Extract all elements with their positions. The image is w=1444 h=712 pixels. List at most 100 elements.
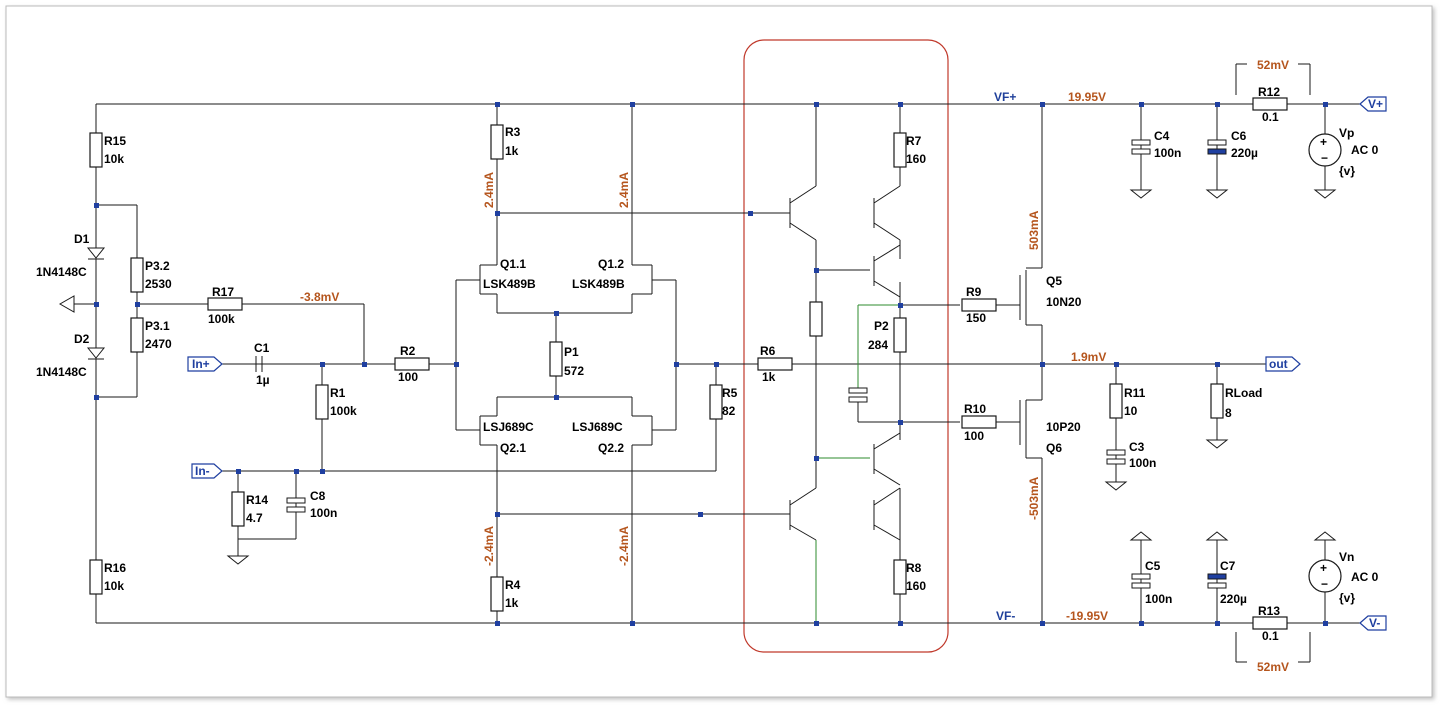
q22-value: LSJ689C [572, 420, 623, 434]
vp-extra: {v} [1339, 164, 1355, 178]
r17-value: 100k [208, 312, 235, 326]
r5-name: R5 [722, 386, 738, 400]
r12-value: 0.1 [1262, 110, 1279, 124]
bias-resistor-body [809, 301, 823, 337]
port-in-plus[interactable]: In+ [187, 356, 223, 372]
meas-neg-rail: -19.95V [1066, 609, 1108, 623]
c1-name: C1 [254, 341, 270, 355]
meas-i-q22: -2.4mA [617, 526, 631, 566]
r8-value: 160 [906, 579, 926, 593]
vp-value: AC 0 [1351, 143, 1379, 157]
meas-i-q21: -2.4mA [482, 526, 496, 566]
r5-body [709, 384, 723, 420]
q12-value: LSK489B [572, 277, 625, 291]
svg-text:+: + [1320, 561, 1327, 575]
r13-body [1252, 616, 1288, 630]
ground-symbols [58, 189, 1337, 565]
p2-value: 284 [868, 338, 888, 352]
r1-value: 100k [330, 404, 357, 418]
component-labels: R15 10k R16 10k D1 1N4148C D2 1N4148C P3… [36, 85, 1379, 643]
vn-extra: {v} [1339, 591, 1355, 605]
port-in-minus[interactable]: In- [191, 463, 223, 479]
p1-value: 572 [564, 364, 584, 378]
rload-body [1210, 383, 1224, 419]
r6-value: 1k [762, 370, 776, 384]
svg-text:In-: In- [195, 464, 210, 478]
r4-value: 1k [505, 596, 519, 610]
d1-name: D1 [74, 232, 90, 246]
c5-value: 100n [1145, 592, 1172, 606]
svg-text:out: out [1269, 357, 1288, 371]
q21-value: LSJ689C [483, 420, 534, 434]
r9-name: R9 [966, 285, 982, 299]
port-v-minus[interactable]: V- [1359, 615, 1387, 631]
q11-name: Q1.1 [500, 257, 526, 271]
r16-name: R16 [104, 561, 126, 575]
capacitors [255, 139, 1227, 589]
r17-body [207, 297, 243, 311]
meas-r13: 52mV [1257, 660, 1289, 674]
meas-out: 1.9mV [1071, 350, 1106, 364]
r8-name: R8 [906, 561, 922, 575]
c5-name: C5 [1145, 559, 1161, 573]
meas-r12: 52mV [1257, 58, 1289, 72]
diodes [86, 247, 106, 360]
r11-body [1109, 383, 1123, 419]
r7-body [893, 132, 907, 168]
r4-name: R4 [505, 578, 521, 592]
meas-i-q11: 2.4mA [482, 172, 496, 208]
r2-value: 100 [398, 370, 418, 384]
r9-value: 150 [966, 311, 986, 325]
meas-i-q5: 503mA [1027, 210, 1041, 250]
r1-body [315, 384, 329, 420]
transistors [479, 185, 1042, 541]
r4-body [490, 576, 504, 612]
svg-text:V+: V+ [1368, 97, 1383, 111]
r6-name: R6 [760, 344, 776, 358]
junction-dots [94, 102, 1328, 626]
r15-value: 10k [104, 152, 124, 166]
r16-value: 10k [104, 579, 124, 593]
r14-value: 4.7 [246, 511, 263, 525]
r3-name: R3 [505, 125, 521, 139]
svg-text:V-: V- [1369, 616, 1380, 630]
r14-name: R14 [246, 493, 268, 507]
p31-body [130, 317, 144, 353]
svg-text:+: + [1320, 135, 1327, 149]
q5-name: Q5 [1046, 274, 1062, 288]
r11-name: R11 [1124, 386, 1146, 400]
r10-body [961, 415, 997, 429]
p1-body [549, 341, 563, 377]
c1-value: 1µ [256, 373, 270, 387]
port-out[interactable]: out [1265, 356, 1301, 372]
r12-body [1252, 97, 1288, 111]
c3-value: 100n [1129, 456, 1156, 470]
r3-value: 1k [505, 144, 519, 158]
r5-value: 82 [722, 404, 736, 418]
r15-body [89, 132, 103, 168]
voltage-sources: + − + − [1308, 104, 1342, 623]
r16-body [89, 559, 103, 595]
port-v-plus[interactable]: V+ [1359, 96, 1387, 112]
r3-body [490, 124, 504, 160]
resistor-bodies [89, 97, 1288, 630]
c4-value: 100n [1154, 146, 1181, 160]
r14-body [231, 491, 245, 527]
rload-name: RLoad [1225, 386, 1262, 400]
net-vf-plus: VF+ [994, 90, 1016, 104]
d2-name: D2 [74, 332, 90, 346]
meas-i-q12: 2.4mA [617, 172, 631, 208]
q6-value: 10P20 [1046, 420, 1081, 434]
vn-value: AC 0 [1351, 570, 1379, 584]
p32-value: 2530 [145, 277, 172, 291]
r10-value: 100 [964, 429, 984, 443]
q11-value: LSK489B [483, 277, 536, 291]
q22-name: Q2.2 [598, 441, 624, 455]
p31-value: 2470 [145, 337, 172, 351]
r2-name: R2 [400, 344, 416, 358]
c7-value: 220µ [1220, 592, 1247, 606]
vp-name: Vp [1339, 126, 1354, 140]
p32-body [130, 257, 144, 293]
svg-text:−: − [1321, 151, 1328, 165]
meas-pos-rail: 19.95V [1068, 90, 1106, 104]
